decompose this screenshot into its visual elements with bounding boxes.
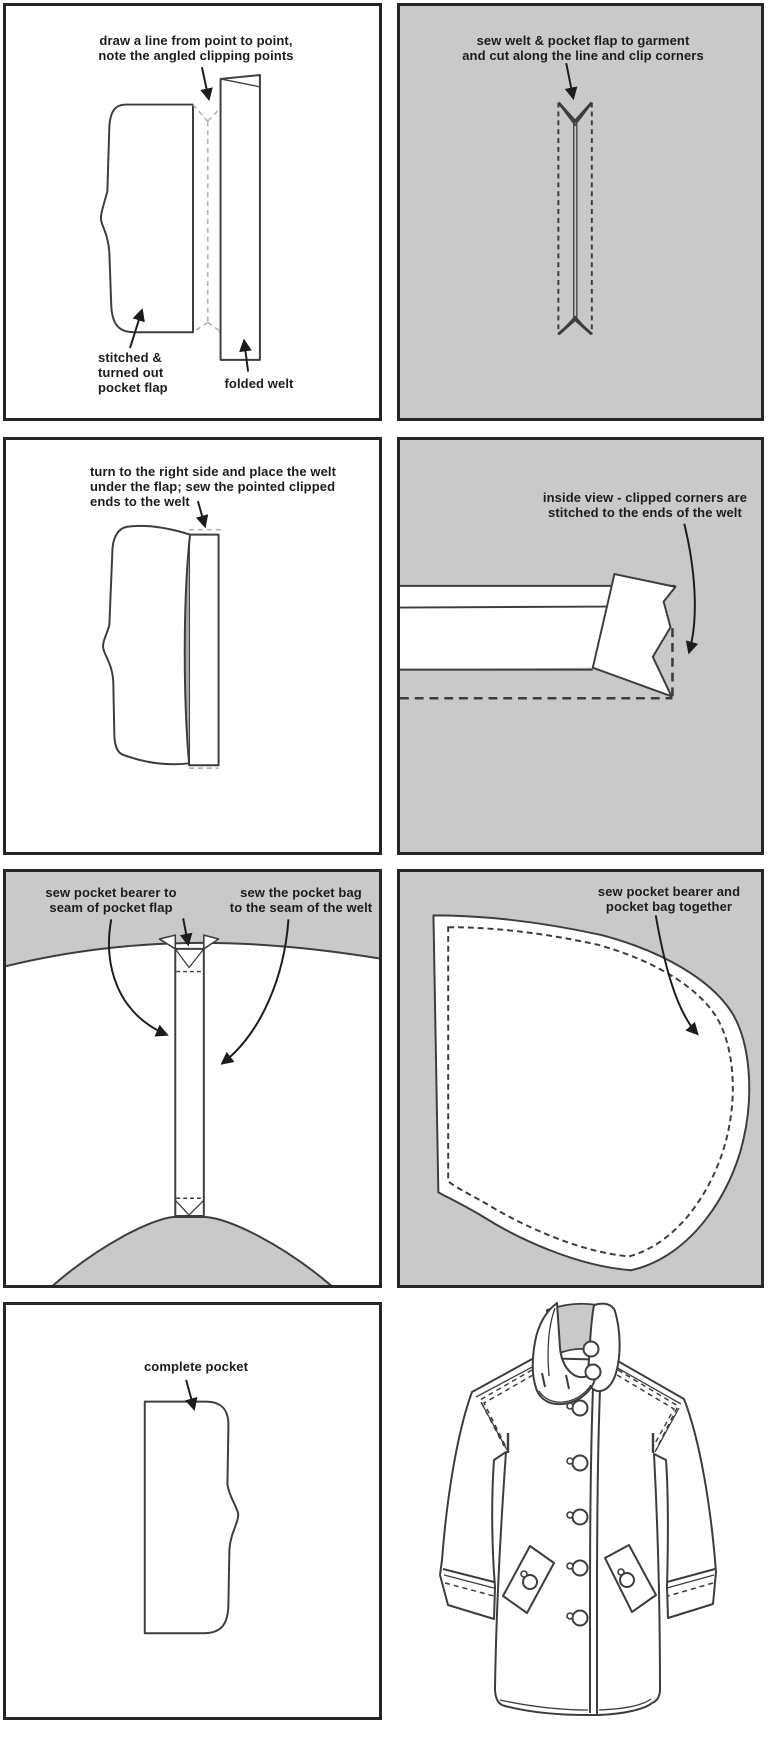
panel-6-caption: sew pocket bearer and pocket bag togethe… — [597, 884, 741, 914]
left-shoulder-seam — [475, 1364, 537, 1398]
stitch-line — [447, 926, 734, 1258]
panel-8-finished-coat — [397, 1302, 765, 1720]
panel-7-complete-pocket: complete pocket — [3, 1302, 382, 1720]
flap-over-welt-diagram — [102, 500, 221, 770]
panel-2-sew-welt: sew welt & pocket flap to garment and cu… — [397, 3, 764, 421]
pocket-bag-diagram — [432, 914, 751, 1272]
welt-label: folded welt — [224, 376, 294, 391]
clip-triangle-right — [203, 934, 220, 950]
right-underarm-seam — [654, 1407, 680, 1453]
collar-fold-crease — [547, 1307, 556, 1377]
stitch-box — [557, 102, 593, 335]
pocket-bag-dome — [52, 1216, 332, 1285]
right-caption-arrow — [220, 919, 290, 1065]
front-placket — [589, 1387, 601, 1714]
panel-2-caption: sew welt & pocket flap to garment and cu… — [462, 33, 704, 63]
panel-7-caption: complete pocket — [143, 1359, 249, 1374]
hem-stitch-right — [598, 1698, 652, 1711]
right-flap-pocket — [604, 1544, 657, 1613]
welt-end-dashed-lines — [400, 628, 674, 700]
left-flap-pocket — [502, 1545, 555, 1614]
folded-welt-shape — [219, 74, 261, 361]
pocket-bag-shape — [432, 914, 751, 1272]
panel-3-caption: turn to the right side and place the wel… — [90, 464, 337, 509]
clip-triangle-left — [158, 934, 177, 950]
buttonhole-1 — [541, 1372, 546, 1388]
caption-arrow — [200, 66, 213, 102]
hem-stitch-left — [499, 1699, 589, 1711]
panel-3-turn-right-side: turn to the right side and place the wel… — [3, 437, 382, 855]
pocket-flap-shape — [102, 524, 192, 766]
bearer-and-bag-diagram — [6, 872, 379, 1285]
panel-1-draw-line: draw a line from point to point, note th… — [3, 3, 382, 421]
coat-illustration — [439, 1302, 717, 1716]
caption-arrow — [683, 523, 699, 655]
collar-edge-piping — [538, 1384, 592, 1403]
flap-and-welt-diagram — [100, 66, 261, 372]
panel-5-pocket-bearer: sew pocket bearer to seam of pocket flap… — [3, 869, 382, 1288]
caption-arrow — [195, 500, 209, 529]
panel-5-caption-right: sew the pocket bag to the seam of the we… — [229, 885, 373, 915]
pocket-flap-shape — [100, 103, 194, 334]
panel-4-caption: inside view - clipped corners are stitch… — [542, 490, 748, 520]
welt-strip — [174, 947, 205, 1217]
right-shoulder-seam — [613, 1365, 682, 1405]
welt-stitched-diagram — [557, 62, 593, 336]
welt-shape — [188, 533, 220, 767]
panel-5-caption-left: sew pocket bearer to seam of pocket flap — [45, 885, 177, 915]
inside-view-diagram — [400, 523, 699, 700]
cut-line-and-clips — [557, 101, 593, 336]
flap-label-arrow — [129, 308, 145, 349]
left-underarm-seam — [480, 1401, 508, 1451]
panel-1-caption: draw a line from point to point, note th… — [98, 33, 294, 63]
panel-6-sew-bag: sew pocket bearer and pocket bag togethe… — [397, 869, 764, 1288]
left-cuff — [442, 1568, 495, 1597]
caption-arrow — [654, 915, 699, 1036]
panel-4-inside-view: inside view - clipped corners are stitch… — [397, 437, 764, 855]
complete-pocket-diagram — [143, 1379, 240, 1635]
collar-button-1 — [582, 1340, 600, 1358]
flap-label: stitched & turned out pocket flap — [98, 350, 168, 395]
caption-arrow — [185, 1379, 198, 1411]
clipped-corner-flap — [591, 573, 677, 698]
front-buttons — [566, 1399, 589, 1627]
welt-label-arrow — [239, 338, 252, 372]
right-cuff — [666, 1568, 716, 1597]
finished-pocket-shape — [143, 1400, 240, 1635]
left-caption-arrow — [108, 919, 169, 1037]
caption-arrow — [564, 62, 578, 101]
buttonhole-2 — [565, 1374, 570, 1390]
collar-button-2 — [584, 1363, 602, 1381]
center-arrow — [179, 918, 193, 947]
collar-left-piece — [531, 1302, 597, 1406]
